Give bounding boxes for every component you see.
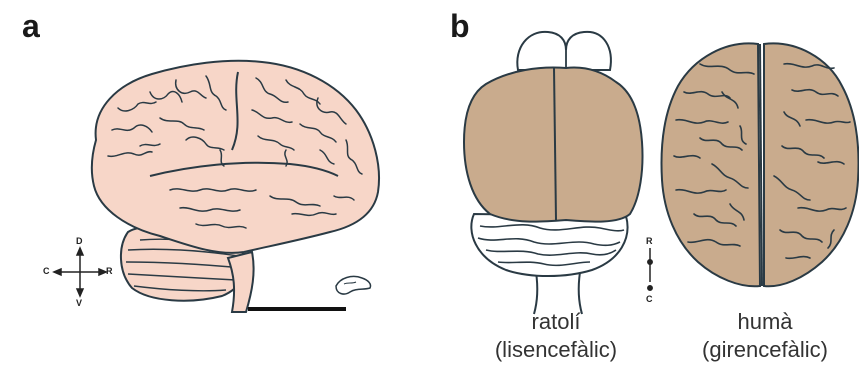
mouse-olfactory-bulbs	[517, 32, 611, 70]
orientation-arrow-b	[648, 248, 652, 290]
axis-label-rostral: R	[106, 266, 113, 276]
mouse-name: ratolí	[466, 308, 646, 336]
mouse-brain-dorsal	[464, 32, 643, 314]
human-brain-type: (girencefàlic)	[680, 336, 850, 364]
axis-label-ventral: V	[76, 298, 82, 308]
axis-label-caudal-b: C	[646, 294, 653, 304]
axis-label-dorsal: D	[76, 236, 83, 246]
human-brain-lateral	[54, 61, 379, 312]
panel-a-label: a	[22, 8, 40, 45]
human-caption: humà (girencefàlic)	[680, 308, 850, 364]
human-name: humà	[680, 308, 850, 336]
axis-label-caudal: C	[43, 266, 50, 276]
panel-b-label: b	[450, 8, 470, 45]
mouse-brain-type: (lisencefàlic)	[466, 336, 646, 364]
mouse-brain-scale-icon	[336, 276, 371, 294]
mouse-caption: ratolí (lisencefàlic)	[466, 308, 646, 364]
human-brain-dorsal	[662, 43, 859, 286]
human-hemisphere-left	[662, 43, 760, 286]
orientation-cross-a	[54, 248, 106, 296]
axis-label-rostral-b: R	[646, 236, 653, 246]
mouse-cerebral-hemispheres	[464, 68, 643, 222]
human-hemisphere-right	[764, 43, 858, 286]
